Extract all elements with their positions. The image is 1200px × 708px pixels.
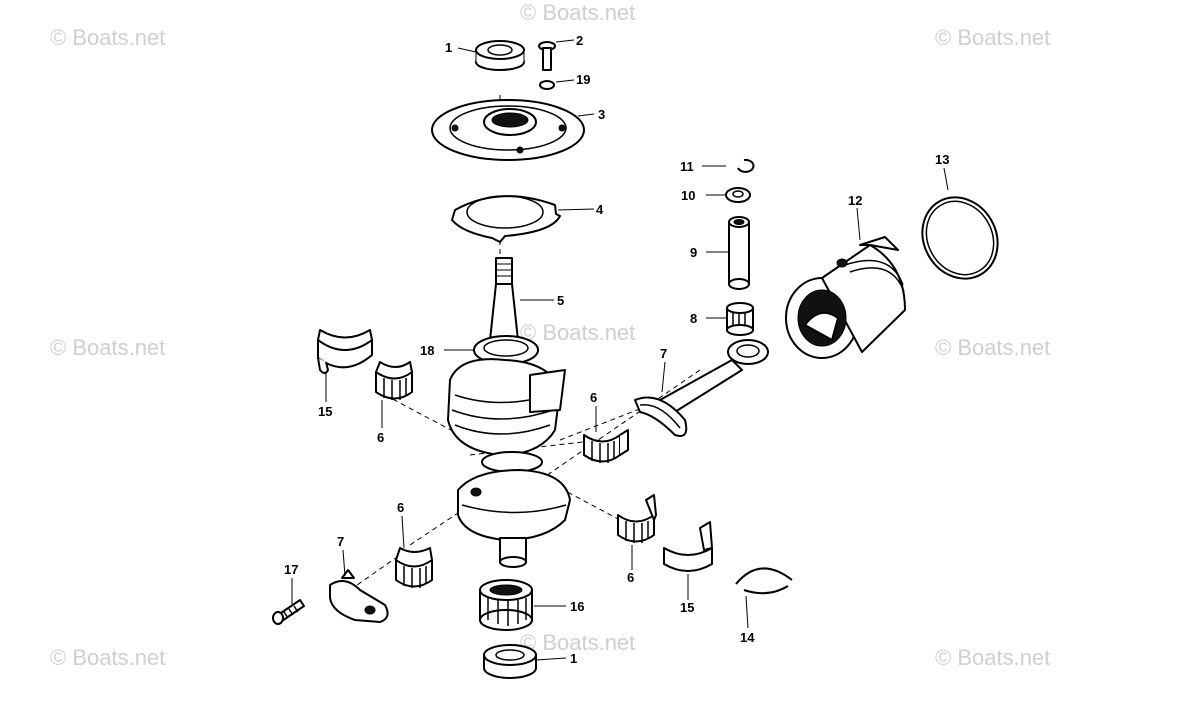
- crankshaft-body: [447, 358, 571, 568]
- watermark: © Boats.net: [935, 335, 1050, 360]
- needle-bearing-middle: [583, 429, 629, 463]
- callout-5: 5: [557, 293, 564, 308]
- callout-12: 12: [848, 193, 862, 208]
- needle-bearing-left: [375, 361, 413, 400]
- piston-pin: [728, 216, 750, 290]
- callout-7-rod: 7: [660, 346, 667, 361]
- callout-6-lower: 6: [397, 500, 404, 515]
- screw: [538, 41, 556, 71]
- snap-ring: [735, 567, 793, 595]
- callout-1-top: 1: [445, 40, 452, 55]
- callout-15-right: 15: [680, 600, 694, 615]
- piston: [785, 236, 906, 359]
- lower-bearing: [479, 579, 533, 631]
- callout-13: 13: [935, 152, 949, 167]
- lockwasher: [539, 80, 555, 90]
- callout-19: 19: [576, 72, 590, 87]
- seal-top: [475, 40, 525, 71]
- callout-9: 9: [690, 245, 697, 260]
- callout-1-bottom: 1: [570, 651, 577, 666]
- thrust-washer-left: [317, 329, 373, 374]
- thrust-washer-pin: [725, 187, 751, 203]
- needle-bearing-pin: [726, 302, 754, 336]
- retainer-plate: [431, 99, 585, 161]
- callout-7-cap: 7: [337, 534, 344, 549]
- callout-11: 11: [680, 159, 694, 174]
- leader-lines: [291, 39, 949, 661]
- seal-bottom: [483, 644, 537, 679]
- crankshaft-shaft: [489, 257, 519, 341]
- callouts: 1 2 19 3 4 5 18 15 6 7 6 11 10 9 8 12 13…: [284, 33, 949, 666]
- callout-17: 17: [284, 562, 298, 577]
- callout-15-left: 15: [318, 404, 332, 419]
- watermark: © Boats.net: [50, 25, 165, 50]
- callout-18: 18: [420, 343, 434, 358]
- watermark: © Boats.net: [50, 335, 165, 360]
- callout-6-left: 6: [377, 430, 384, 445]
- callout-6-right: 6: [627, 570, 634, 585]
- callout-6-mid: 6: [590, 390, 597, 405]
- callout-10: 10: [681, 188, 695, 203]
- callout-16: 16: [570, 599, 584, 614]
- callout-3: 3: [598, 107, 605, 122]
- needle-bearing-right: [617, 494, 657, 543]
- callout-14: 14: [740, 630, 755, 645]
- watermarks: © Boats.net © Boats.net © Boats.net © Bo…: [50, 0, 1050, 670]
- rod-cap: [329, 569, 389, 623]
- piston-pin-clip: [737, 158, 755, 173]
- watermark: © Boats.net: [520, 630, 635, 655]
- watermark: © Boats.net: [935, 25, 1050, 50]
- gasket: [451, 195, 561, 243]
- watermark: © Boats.net: [50, 645, 165, 670]
- watermark: © Boats.net: [520, 0, 635, 25]
- callout-2: 2: [576, 33, 583, 48]
- connecting-rod: [634, 339, 769, 437]
- watermark: © Boats.net: [520, 320, 635, 345]
- needle-bearing-lower: [395, 547, 433, 588]
- rod-bolt: [272, 599, 305, 625]
- callout-4: 4: [596, 202, 604, 217]
- callout-8: 8: [690, 311, 697, 326]
- watermark: © Boats.net: [935, 645, 1050, 670]
- thrust-washer-right: [663, 521, 713, 572]
- piston-ring: [921, 196, 999, 280]
